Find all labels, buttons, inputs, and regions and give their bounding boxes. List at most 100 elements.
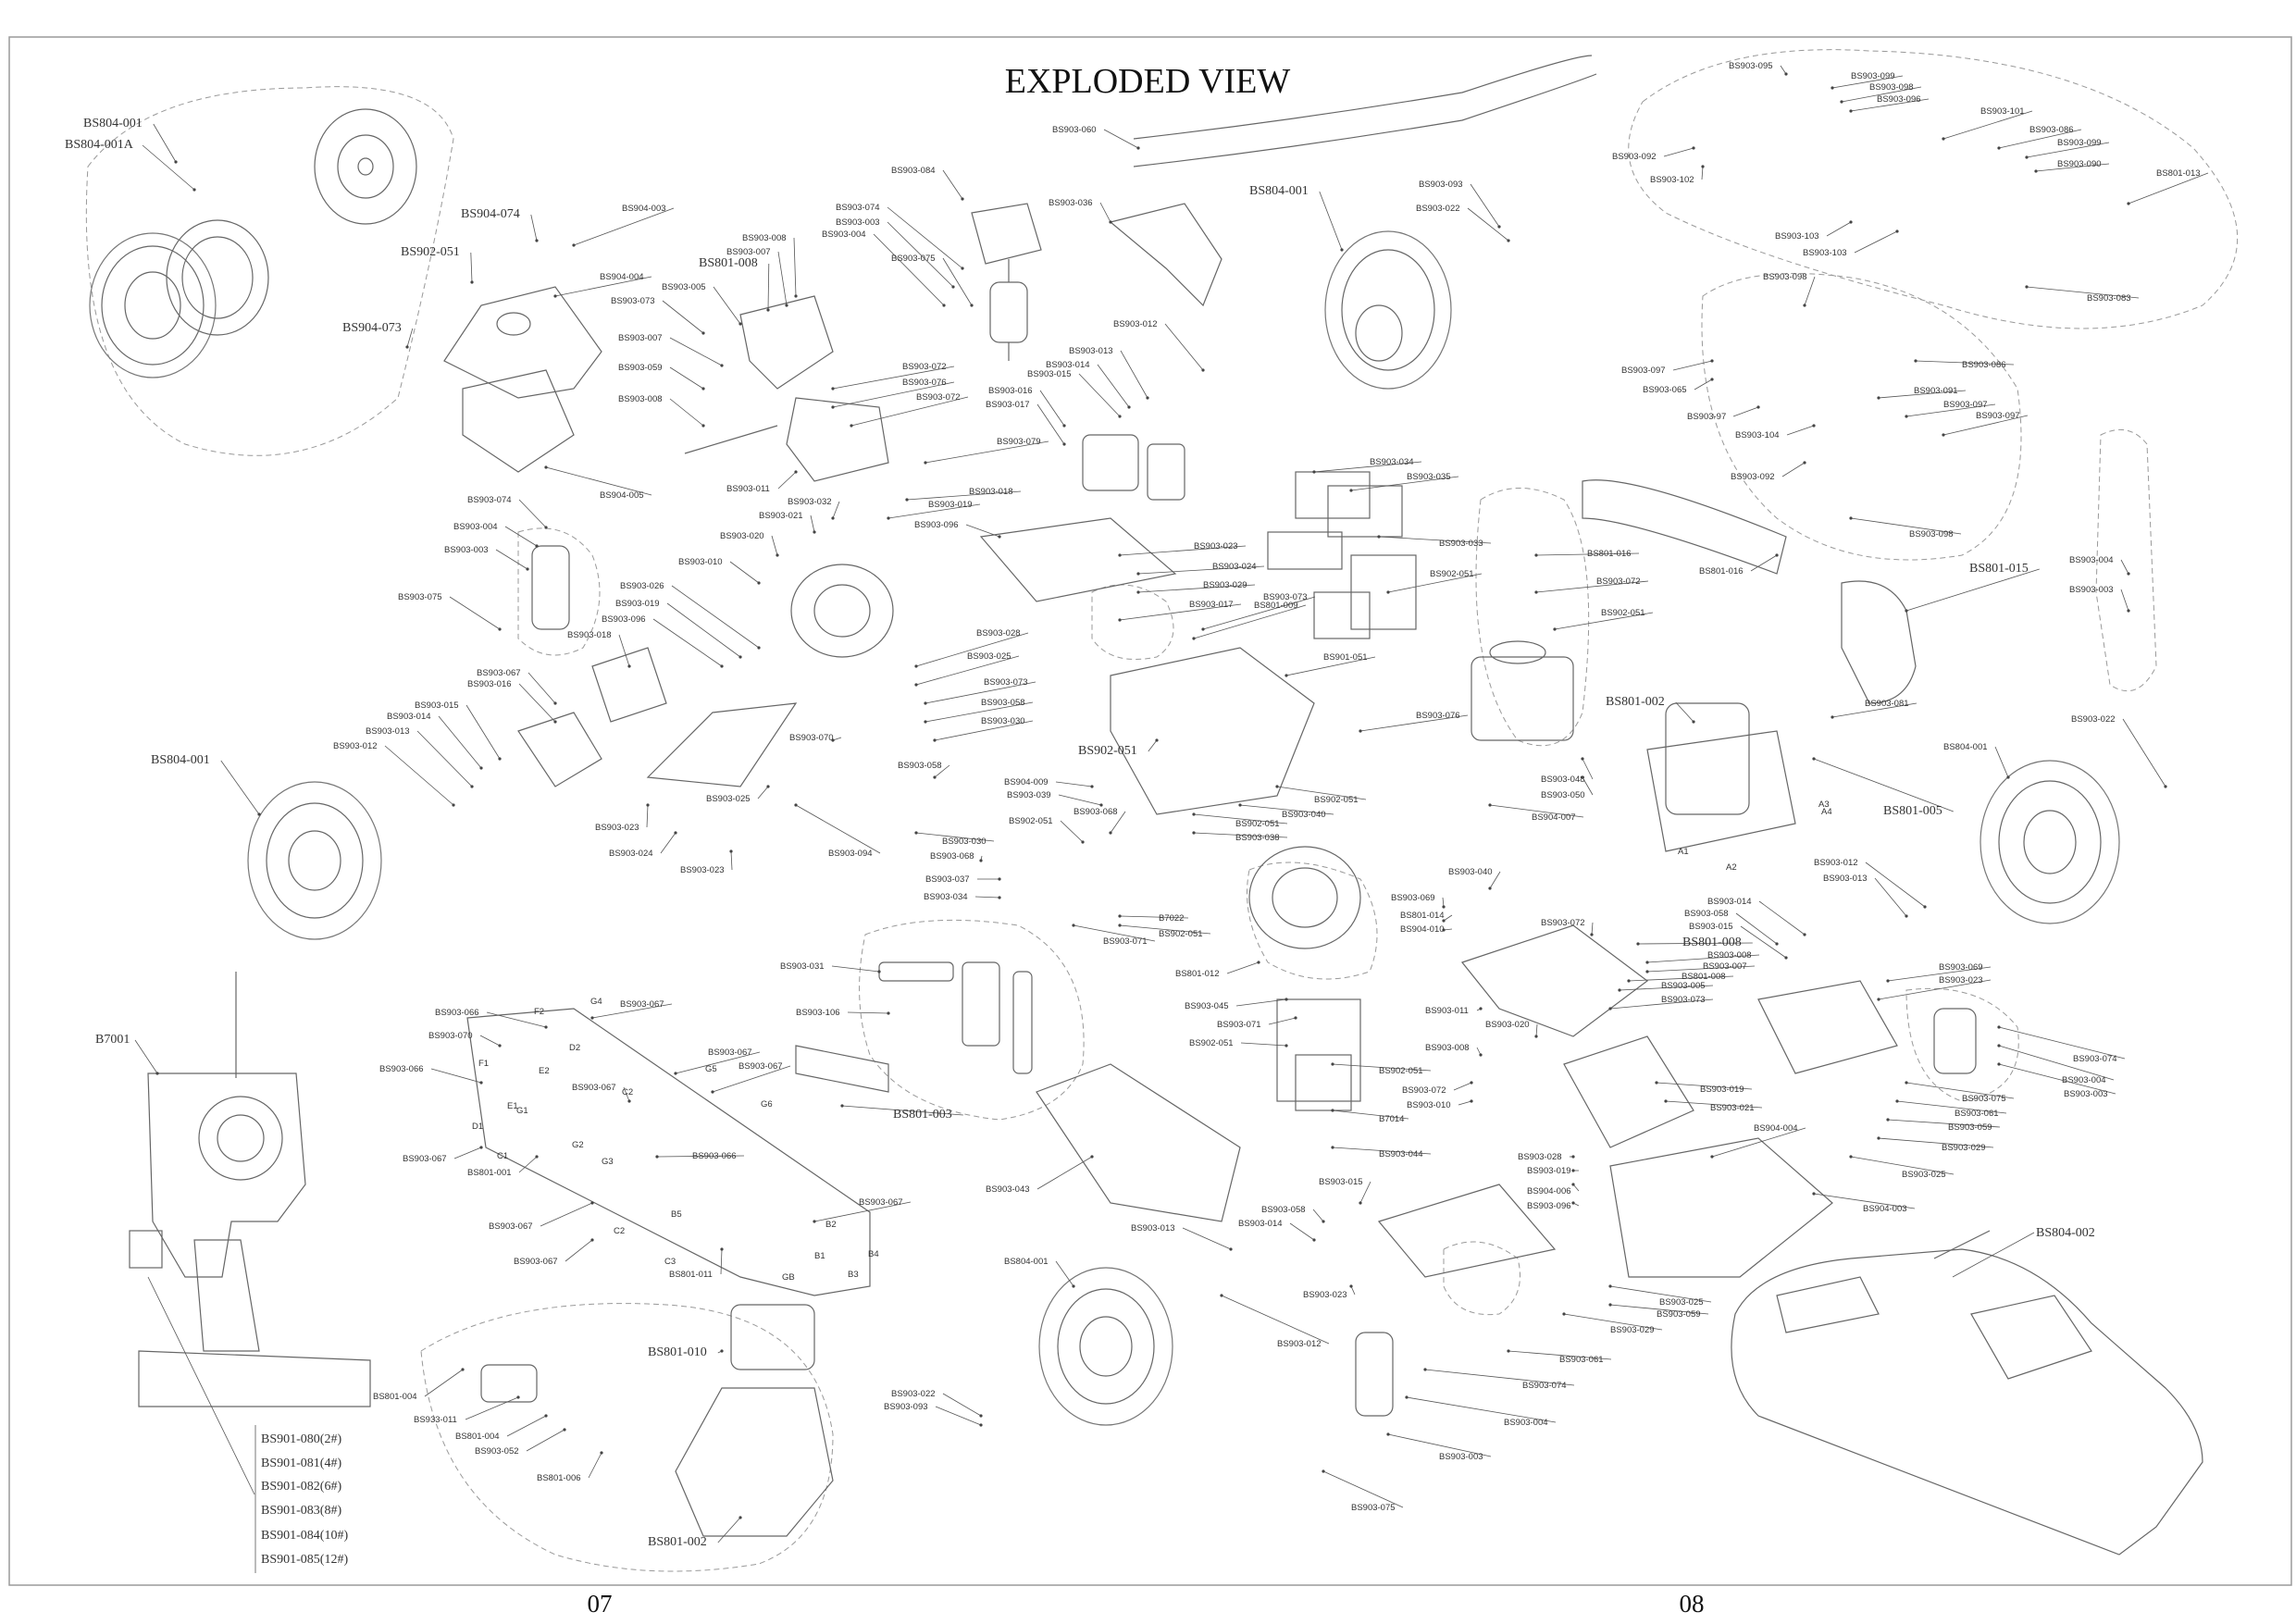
part-number-label: BS903-066 bbox=[692, 1151, 737, 1161]
part-number-label: BS903-008 bbox=[618, 394, 663, 404]
part-number-label: BS903-003 bbox=[2064, 1089, 2108, 1099]
part-callout: BS903-075 bbox=[891, 254, 974, 307]
part-number-label: BS903-075 bbox=[1351, 1503, 1396, 1513]
leader-arrow-tip bbox=[479, 1081, 483, 1085]
leader-arrow-tip bbox=[1497, 225, 1501, 229]
leader-line bbox=[424, 1369, 464, 1397]
leader-line bbox=[1841, 86, 1922, 103]
servo-stack bbox=[1276, 998, 1361, 1111]
part-callout: BS903-040 bbox=[1238, 803, 1334, 820]
leader-arrow-tip bbox=[646, 803, 650, 807]
leader-line bbox=[942, 257, 973, 306]
leader-arrow-tip bbox=[1062, 424, 1066, 428]
assembly-letter: G4 bbox=[590, 997, 602, 1007]
part-number-label: BS801-013 bbox=[2156, 168, 2201, 179]
part-number-label: BS903-030 bbox=[981, 716, 1025, 726]
leader-arrow-tip bbox=[1553, 627, 1557, 631]
part-number-label: BS903-072 bbox=[1541, 918, 1585, 928]
part-callout: BS903-074 bbox=[467, 495, 548, 529]
part-callout: BS903-040 bbox=[1448, 867, 1501, 890]
leader-arrow-tip bbox=[155, 1072, 159, 1075]
steering-knuckle-left bbox=[517, 647, 667, 787]
leader-line bbox=[623, 1086, 630, 1102]
leader-line bbox=[1226, 961, 1260, 974]
part-callout: BS903-067 bbox=[514, 1238, 594, 1267]
part-number-label: BS903-008 bbox=[1707, 950, 1752, 961]
part-number-label: BS903-019 bbox=[1700, 1085, 1744, 1095]
part-number-label: BS903-039 bbox=[1007, 790, 1051, 800]
leader-line bbox=[1119, 915, 1189, 919]
part-number-label: BS903-074 bbox=[1522, 1381, 1567, 1391]
part-number-label: BS903-025 bbox=[1902, 1170, 1946, 1180]
part-callout: BS903-093 bbox=[884, 1402, 983, 1427]
leader-arrow-tip bbox=[1349, 489, 1353, 492]
part-labels: BS804-001BS804-001ABS904-074BS902-051BS9… bbox=[65, 61, 2209, 1549]
part-callout: BS903-070 bbox=[789, 733, 842, 743]
leader-line bbox=[1998, 1026, 2126, 1060]
leader-line bbox=[1239, 804, 1334, 815]
part-number-label: BS903-003 bbox=[836, 217, 880, 228]
part-callout: BS903-014 bbox=[1707, 897, 1806, 936]
part-number-label: BS903-020 bbox=[720, 531, 764, 541]
part-callout: BS902-051 bbox=[1275, 785, 1367, 805]
assembly-letter: B4 bbox=[868, 1249, 879, 1259]
part-number-label: BS903-038 bbox=[1235, 833, 1280, 843]
leader-arrow-tip bbox=[479, 1146, 483, 1149]
part-callout: BS903-023 bbox=[1877, 975, 1992, 1001]
part-number-label: BS903-058 bbox=[1684, 909, 1729, 919]
leader-line bbox=[1740, 925, 1787, 959]
leader-arrow-tip bbox=[1099, 803, 1103, 807]
leader-arrow-tip bbox=[1905, 1081, 1908, 1085]
leader-arrow-tip bbox=[1118, 553, 1122, 557]
leader-arrow-tip bbox=[1849, 1155, 1853, 1159]
leader-arrow-tip bbox=[877, 970, 881, 973]
part-callout: BS903-081 bbox=[1831, 699, 1917, 719]
part-callout: BS903-044 bbox=[1331, 1146, 1432, 1159]
tire-left-middle bbox=[247, 781, 382, 940]
leader-line bbox=[1350, 1285, 1356, 1295]
part-number-label: BS903-023 bbox=[680, 865, 725, 875]
assembly-letter: A4 bbox=[1821, 807, 1832, 817]
leader-arrow-tip bbox=[914, 683, 918, 687]
part-number-label: BS903-059 bbox=[618, 363, 663, 373]
leader-line bbox=[416, 730, 473, 787]
leader-line bbox=[850, 396, 969, 427]
leader-arrow-tip bbox=[1118, 924, 1122, 927]
leader-arrow-tip bbox=[590, 1016, 594, 1020]
leader-line bbox=[1332, 1110, 1409, 1120]
part-callout: BS903-059 bbox=[1608, 1303, 1709, 1320]
part-number-label: BS903-015 bbox=[1319, 1177, 1363, 1187]
leader-arrow-tip bbox=[2127, 609, 2130, 613]
leader-line bbox=[887, 206, 963, 269]
part-number-label: BS902-051 bbox=[1601, 608, 1645, 618]
body-label-group: BS804-002 bbox=[1952, 1226, 2095, 1278]
leader-line bbox=[530, 214, 538, 242]
leader-line bbox=[646, 804, 649, 828]
leader-arrow-tip bbox=[1840, 100, 1843, 104]
leader-arrow-tip bbox=[1285, 998, 1288, 1001]
leader-arrow-tip bbox=[850, 424, 853, 428]
leader-line bbox=[720, 1248, 723, 1275]
leader-arrow-tip bbox=[1136, 146, 1140, 150]
part-number-label: BS801-001 bbox=[467, 1168, 512, 1178]
rear-shock bbox=[1355, 1332, 1394, 1417]
part-callout: BS903-069 bbox=[1391, 893, 1446, 909]
part-callout: BS903-015 bbox=[1319, 1177, 1371, 1205]
part-number-label: BS903-059 bbox=[1948, 1122, 1992, 1133]
part-callout: BS903-095 bbox=[1729, 61, 1788, 76]
part-number-label: BS801-009 bbox=[1254, 601, 1298, 611]
part-callout: BS801-009 bbox=[1192, 601, 1307, 640]
part-callout: BS903-059 bbox=[618, 363, 705, 391]
assembly-letter: G6 bbox=[761, 1099, 773, 1110]
leader-line bbox=[1110, 811, 1126, 834]
leader-line bbox=[1332, 1147, 1432, 1155]
part-callout: BS903-032 bbox=[788, 497, 840, 520]
part-number-label: BS801-008 bbox=[1682, 972, 1726, 982]
part-callout: BS903-025 bbox=[706, 785, 770, 804]
part-number-label: BS903-021 bbox=[1710, 1103, 1755, 1113]
leader-line bbox=[2026, 286, 2140, 299]
part-callout: BS903-102 bbox=[1650, 165, 1705, 185]
part-callout: BS903-019 bbox=[615, 599, 742, 659]
part-number-label: B7001 bbox=[95, 1033, 130, 1047]
leader-arrow-tip bbox=[1701, 165, 1705, 168]
